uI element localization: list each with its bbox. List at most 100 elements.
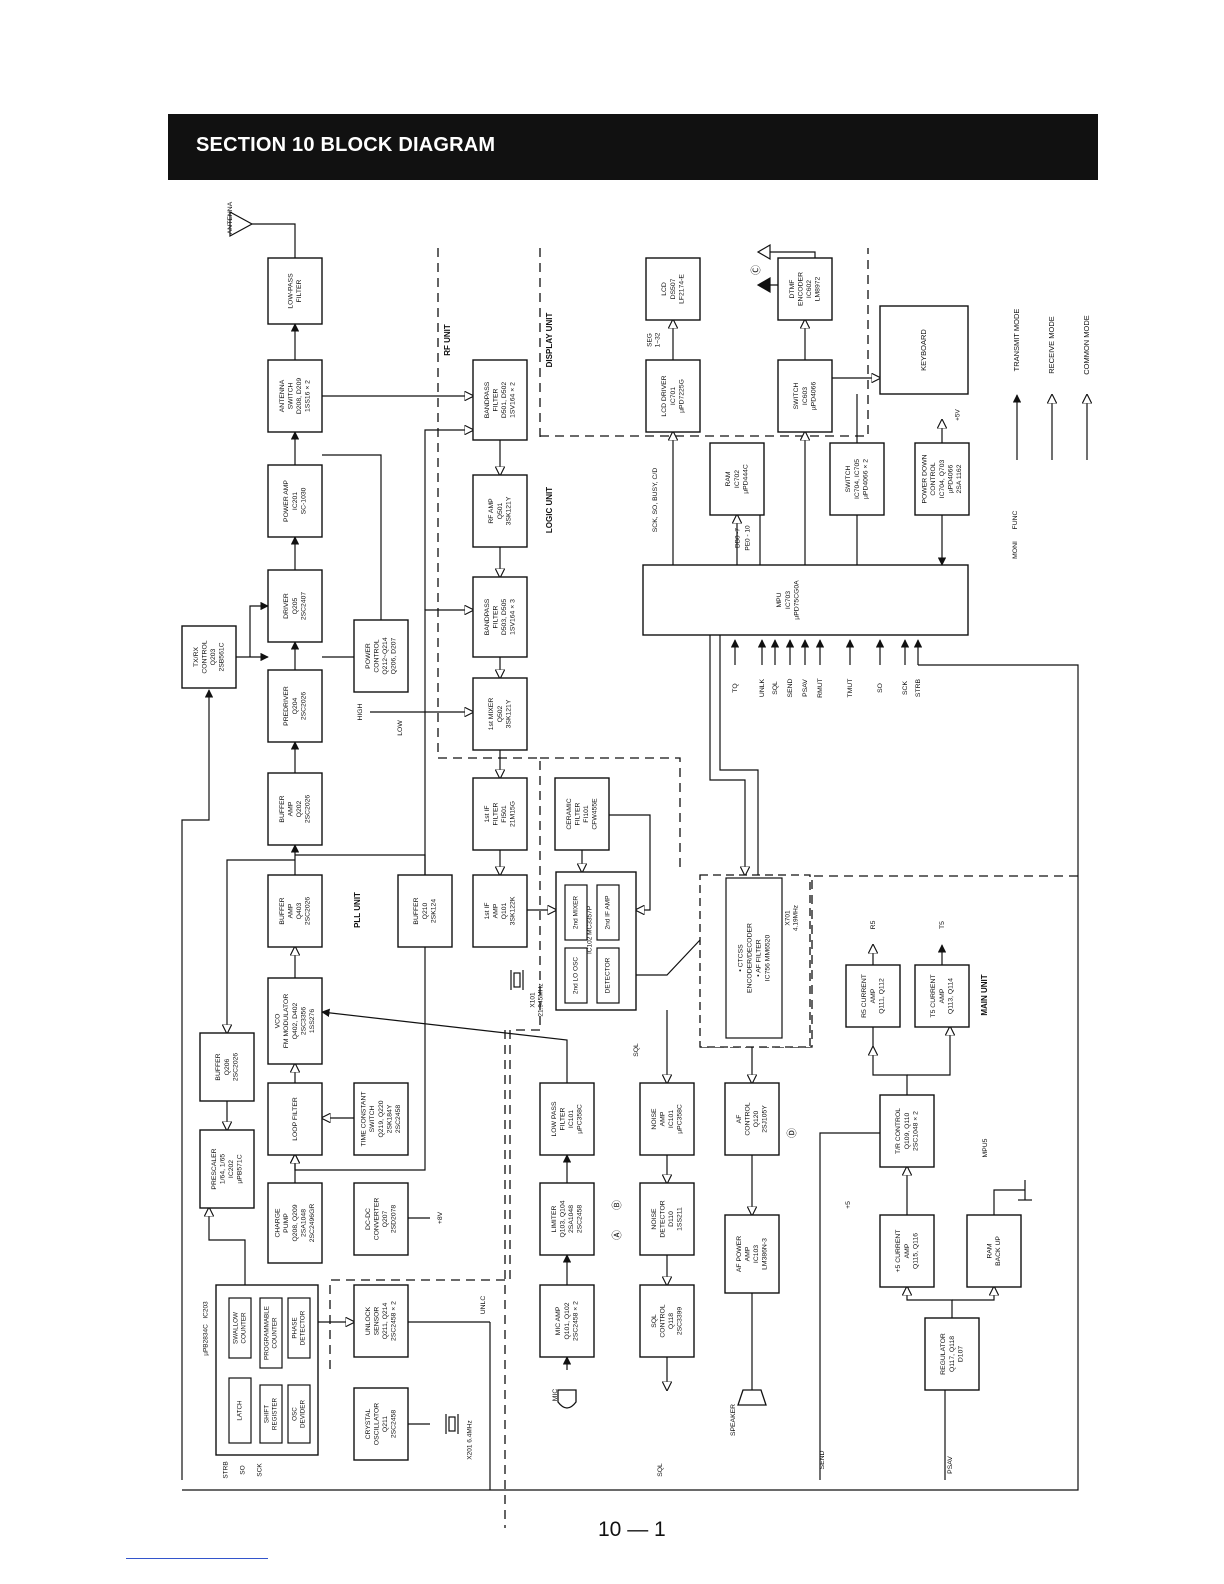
block-text-dtmf: DTMF [789, 280, 796, 299]
pll-pin-strb: STRB [223, 1461, 230, 1478]
block-text-buffer4: BUFFER [413, 897, 420, 924]
sub-block-lo2: 2nd LO OSC [564, 947, 588, 1004]
block-text-limiter: 2SC2458 [577, 1205, 584, 1234]
block-text-oscdiv: OSC [292, 1407, 299, 1421]
block-text-ic203: IC203 [203, 1301, 210, 1319]
unit-boundary-0 [437, 248, 541, 1030]
block-text-mixer2: 2nd MIXER [573, 896, 580, 930]
unit-boundary-4 [329, 1029, 540, 1370]
block-text-r5amp: Q111, Q112 [878, 978, 885, 1014]
block-text-p5amp: Q115, Q116 [912, 1233, 919, 1269]
unit-label-rf: RF UNIT [443, 324, 452, 356]
block-text-switch2: SWITCH [845, 466, 852, 493]
block-text-phasedet: DETECTOR [300, 1310, 307, 1345]
block-text-timeconst: Q219, Q220 [378, 1100, 385, 1137]
block-text-antsw: ANTENNA [279, 379, 286, 412]
block-text-lpf: LOW-PASS [287, 273, 294, 309]
block-text-lcd: LF2174-E [678, 274, 685, 304]
block-text-sqlctl: CONTROL [659, 1304, 666, 1337]
t5-label: T5 [939, 921, 946, 929]
block-text-ceramic: FI101 [583, 805, 590, 823]
block-text-buffamp1: 2SC2026 [305, 795, 312, 824]
wire [252, 223, 296, 258]
block-text-limiter: Q103, Q104 [559, 1200, 566, 1237]
sub-block-detector: DETECTOR [596, 947, 620, 1004]
block-text-rfamp: RF AMP [488, 498, 495, 524]
block-text-bpf2: 1SV164 × 3 [510, 599, 517, 635]
mpu-pin-label-tmut: TMUT [847, 679, 854, 698]
block-text-ramback: RAM [986, 1243, 993, 1258]
moni-label: MONI [1012, 541, 1019, 559]
unit-label-pll: PLL UNIT [353, 892, 362, 928]
block-text-keyboard: KEYBOARD [919, 329, 928, 371]
block-text-trctl: Q109, Q110 [904, 1113, 911, 1150]
block-keyboard: KEYBOARD [879, 305, 969, 395]
block-text-lpf2: IC101 [568, 1110, 575, 1128]
block-text-ic102: IC102 MC3357P [587, 906, 594, 954]
block-text-ctcss: • AF FILTER [755, 939, 762, 976]
block-text-t5amp: T5 CURRENT [930, 974, 937, 1017]
mpu-pin-label-sql: SQL [772, 681, 779, 695]
block-text-ctcss: ENCODER/DECODER [746, 923, 753, 993]
block-text-lcd: LCD [661, 282, 668, 296]
block-text-bpf2: BANDPASS [484, 598, 491, 635]
block-text-mixer1: 1st MIXER [488, 698, 495, 731]
block-text-vco: VCO [275, 1014, 282, 1029]
wire [993, 1189, 1025, 1215]
block-text-lo2: 2nd LO OSC [573, 957, 580, 995]
block-text-bpf1: FILTER [492, 388, 499, 411]
unit-boundary-3 [540, 757, 681, 870]
block-text-buffamp1: BUFFER [279, 795, 286, 822]
block-text-prescaler: µPB571C [237, 1154, 244, 1183]
block-text-lpf: FILTER [296, 279, 303, 302]
block-text-ic203: µPB2834C [203, 1324, 210, 1356]
block-text-regulator: Q117, Q118 [949, 1336, 956, 1372]
block-text-txrx: 2SB561C [219, 642, 226, 671]
block-text-predriver: Q204 [292, 697, 299, 714]
block-text-txrx: CONTROL [201, 640, 208, 673]
block-text-limiter: LIMITER [551, 1206, 558, 1233]
block-text-pwrdown: 2SA 1162 [956, 464, 963, 493]
block-text-swallow: SWALLOW [233, 1312, 240, 1344]
plus5-label: +5 [845, 1201, 852, 1209]
block-text-pwrctl: Q206, D207 [391, 637, 398, 674]
block-text-buffer4: 2SK124 [430, 899, 437, 923]
mpu-pin-label-send: SEND [787, 678, 794, 697]
section-header: SECTION 10 BLOCK DIAGRAM [168, 114, 1098, 180]
block-text-r5amp: AMP [870, 988, 877, 1003]
block-text-buffer3: 2SC2026 [232, 1053, 239, 1082]
wire [295, 854, 426, 875]
block-text-bpf2: FILTER [492, 605, 499, 628]
block-text-noiseamp: IC101 [668, 1110, 675, 1128]
block-text-noiseamp: µPC358C [677, 1104, 684, 1134]
block-text-pwramp: SC-1030 [300, 487, 307, 514]
block-text-chargepump: Q208, Q209 [292, 1204, 299, 1241]
plus8v-label: +8V [437, 1211, 444, 1224]
block-text-txrx: TX/RX [193, 647, 200, 667]
block-text-if1filter: FILTER [492, 802, 499, 825]
wire [295, 947, 426, 1171]
block-text-vco: 1SS276 [309, 1009, 316, 1033]
block-text-t5amp: AMP [939, 988, 946, 1003]
pll-pin-sck: SCK [257, 1463, 264, 1477]
func-label: FUNC [1012, 510, 1019, 529]
block-text-lcd: DS507 [670, 278, 677, 299]
mpu-bus-db: DB0~7 [735, 528, 742, 548]
